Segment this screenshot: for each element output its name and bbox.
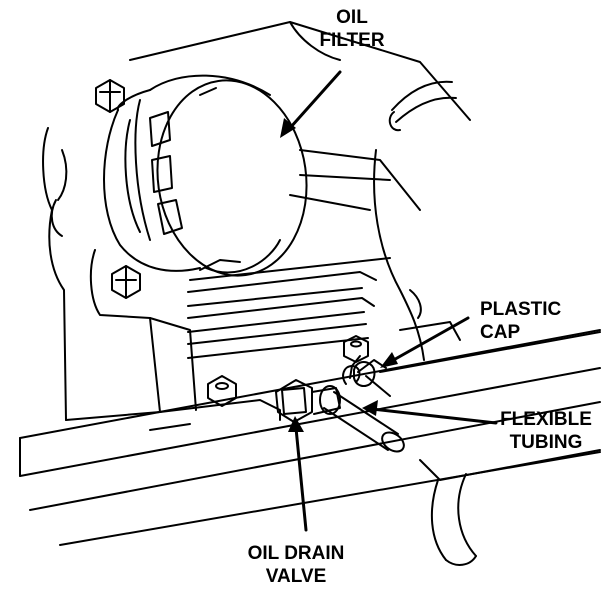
mounting-bolt <box>111 265 141 299</box>
mounting-bolt <box>95 79 125 113</box>
oil-drain-valve-arrowhead <box>288 416 304 432</box>
engine-block <box>42 21 471 421</box>
oil-filter-label-line-1: OIL <box>336 7 368 28</box>
base-frame <box>19 321 601 546</box>
oil-drain-valve-label: OIL DRAIN VALVE <box>236 542 356 588</box>
flexible-tubing-label-line-2: TUBING <box>509 432 583 453</box>
plastic-cap-label: PLASTIC CAP <box>480 298 590 344</box>
mounting-bolt <box>343 335 369 363</box>
leader-lines <box>288 70 498 532</box>
breather-tube <box>373 80 457 361</box>
flexible-tubing-label: FLEXIBLE TUBING <box>488 408 604 454</box>
cooling-fins <box>187 257 391 359</box>
oil-drain-valve-label-line-1: OIL DRAIN <box>247 543 345 564</box>
oil-filter-arrowhead <box>280 118 296 138</box>
oil-drain-valve <box>275 355 361 423</box>
plastic-cap-arrowhead <box>380 352 398 368</box>
plastic-cap-label-line-2: CAP <box>480 322 521 343</box>
flexible-tubing-arrowhead <box>362 400 378 416</box>
oil-filter <box>103 74 308 277</box>
oil-filter-label: OIL FILTER <box>316 6 388 52</box>
flexible-tubing-label-line-1: FLEXIBLE <box>500 409 592 430</box>
oil-drain-valve-label-line-2: VALVE <box>265 566 327 587</box>
plastic-cap-label-line-1: PLASTIC <box>480 299 562 320</box>
oil-filter-label-line-2: FILTER <box>319 30 385 51</box>
flexible-tubing <box>323 391 477 566</box>
